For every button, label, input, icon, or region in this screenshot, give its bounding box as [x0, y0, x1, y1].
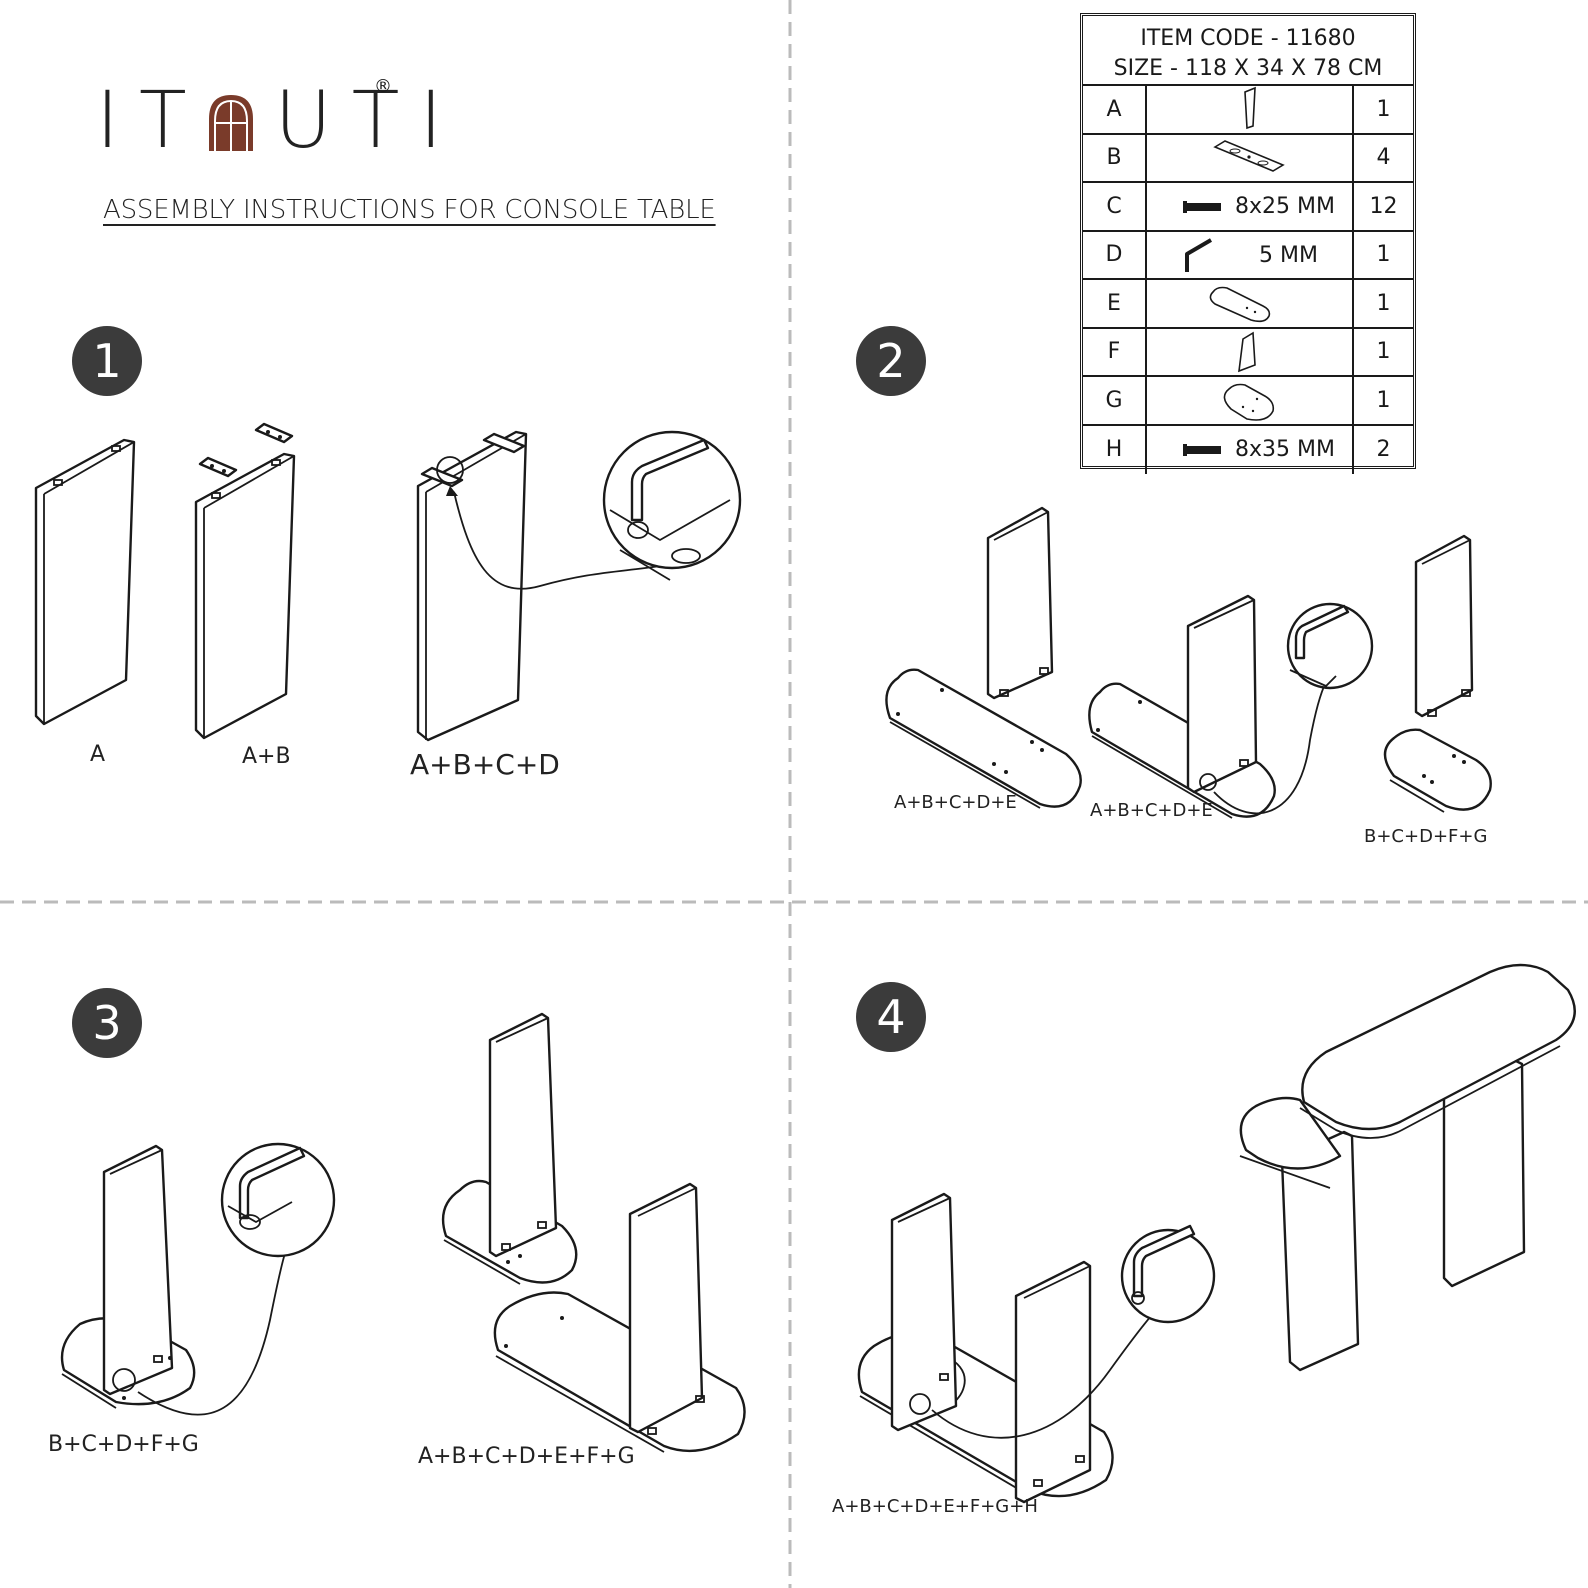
small-panel-icon — [1238, 331, 1256, 372]
part-picture — [1147, 134, 1354, 181]
parts-row-d: D 5 MM 1 — [1083, 231, 1413, 280]
step3-label-left: B+C+D+F+G — [48, 1432, 199, 1457]
part-qty: 12 — [1369, 193, 1398, 219]
step-3-badge: 3 — [72, 988, 142, 1058]
step4-finished-table — [1239, 963, 1576, 1372]
parts-row-f: F 1 — [1083, 328, 1413, 377]
part-id: B — [1083, 134, 1147, 181]
part-picture — [1147, 280, 1354, 327]
step3-bottom-assembly — [493, 1182, 746, 1453]
step2-base-right — [1383, 534, 1492, 813]
step-4-badge: 4 — [856, 982, 926, 1052]
step2-base-middle — [1088, 594, 1374, 819]
part-id: H — [1083, 425, 1147, 474]
registered-mark: ® — [374, 76, 392, 97]
oval-base-icon — [1209, 286, 1271, 323]
part-qty: 1 — [1376, 96, 1391, 122]
step2-base-left — [885, 506, 1082, 809]
parts-row-g: G 1 — [1083, 377, 1413, 426]
item-size: SIZE - 118 X 34 X 78 CM — [1113, 56, 1383, 81]
arch-door-icon — [207, 89, 255, 151]
step1-label-a: A — [90, 742, 106, 767]
screw-icon — [1183, 443, 1221, 456]
step1-panel-a — [34, 438, 136, 726]
parts-row-h: H 8x35 MM 2 — [1083, 425, 1413, 474]
allen-key-icon — [1185, 237, 1213, 272]
part-spec: 8x35 MM — [1235, 436, 1335, 462]
step-2-badge: 2 — [856, 326, 926, 396]
part-picture: 8x25 MM — [1147, 183, 1354, 230]
part-id: C — [1083, 183, 1147, 230]
parts-row-a: A 1 — [1083, 86, 1413, 135]
part-id: A — [1083, 86, 1147, 133]
parts-table: ITEM CODE - 11680 SIZE - 118 X 34 X 78 C… — [1080, 13, 1416, 474]
connector-plate-icon — [1213, 139, 1285, 172]
part-qty: 2 — [1376, 437, 1391, 463]
step2-label-left: A+B+C+D+E — [894, 792, 1017, 813]
brand-name-left: IT — [96, 76, 207, 166]
part-picture — [1147, 86, 1354, 133]
parts-row-b: B 4 — [1083, 134, 1413, 183]
step1-label-abcd: A+B+C+D — [410, 748, 560, 781]
part-spec: 5 MM — [1259, 242, 1318, 268]
step1-panel-assembled — [416, 430, 742, 742]
screw-icon — [1183, 201, 1221, 213]
part-picture — [1147, 377, 1354, 424]
part-picture: 5 MM — [1147, 231, 1354, 278]
step-1-badge: 1 — [72, 326, 142, 396]
part-id: F — [1083, 328, 1147, 375]
part-picture: 8x35 MM — [1147, 425, 1354, 474]
step2-label-right: B+C+D+F+G — [1364, 826, 1488, 847]
part-picture — [1147, 328, 1354, 375]
part-id: D — [1083, 231, 1147, 278]
part-spec: 8x25 MM — [1235, 194, 1335, 219]
part-qty: 1 — [1376, 290, 1391, 316]
step1-panel-a-plus-b — [194, 422, 296, 740]
parts-table-header: ITEM CODE - 11680 SIZE - 118 X 34 X 78 C… — [1083, 16, 1413, 86]
side-panel-icon — [1244, 86, 1256, 130]
part-qty: 1 — [1376, 387, 1391, 413]
item-code: ITEM CODE - 11680 — [1140, 26, 1356, 51]
part-qty: 4 — [1376, 145, 1391, 171]
page-title: ASSEMBLY INSTRUCTIONS FOR CONSOLE TABLE — [103, 195, 716, 225]
part-id: G — [1083, 377, 1147, 424]
parts-row-c: C 8x25 MM 12 — [1083, 183, 1413, 232]
step3-left-assembly — [60, 1142, 336, 1416]
part-qty: 1 — [1376, 242, 1391, 268]
small-oval-base-icon — [1223, 383, 1275, 421]
step3-top-assembly — [441, 1012, 578, 1285]
step4-label: A+B+C+D+E+F+G+H — [832, 1496, 1038, 1517]
step4-base-assembly — [857, 1192, 1216, 1504]
step3-label-right: A+B+C+D+E+F+G — [418, 1444, 635, 1469]
part-id: E — [1083, 280, 1147, 327]
part-qty: 1 — [1376, 339, 1391, 365]
step2-label-middle: A+B+C+D+E — [1090, 800, 1213, 821]
parts-row-e: E 1 — [1083, 280, 1413, 329]
brand-name-right: UTI — [274, 76, 463, 166]
step1-label-ab: A+B — [242, 744, 291, 769]
